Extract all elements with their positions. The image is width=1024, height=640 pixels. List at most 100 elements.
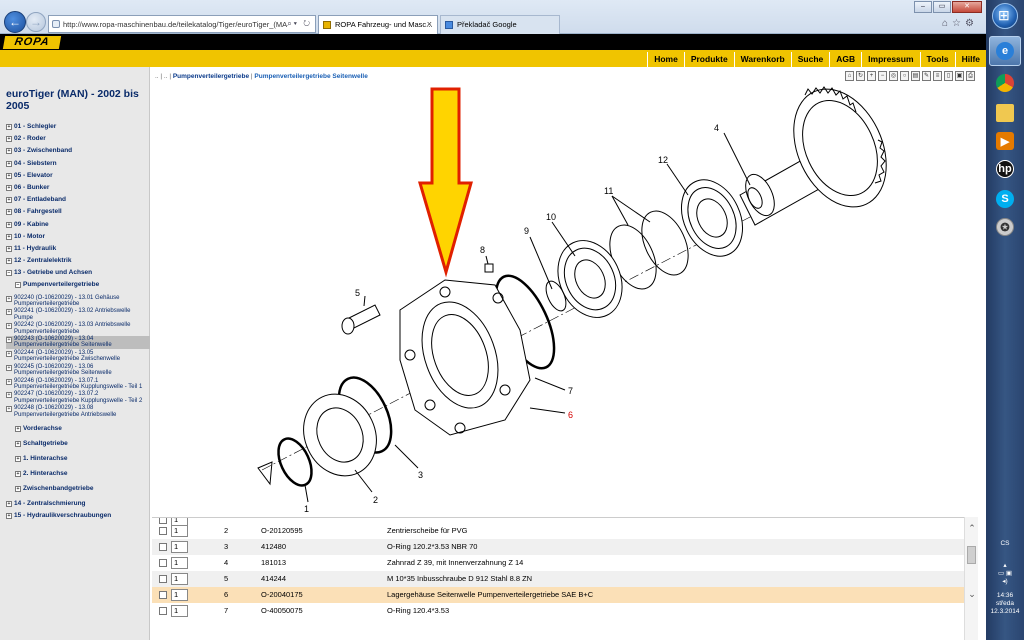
browser-tool-icons[interactable]: ⌂☆⚙ <box>942 18 978 29</box>
expand-icon[interactable]: + <box>6 245 12 252</box>
ie-taskbar-icon[interactable]: e <box>989 36 1021 66</box>
minimize-button[interactable]: – <box>914 1 932 13</box>
expand-icon[interactable]: + <box>6 221 12 228</box>
tab-ropa[interactable]: ROPA Fahrzeug- und Masc... × <box>318 15 438 34</box>
table-scrollbar[interactable]: ⌃ ⌄ <box>964 517 978 640</box>
hp-taskbar-icon[interactable]: hp <box>989 154 1021 184</box>
tree-leaf[interactable]: +902244 (O-10620029) - 13.05 Pumpenverte… <box>6 349 121 363</box>
expand-icon[interactable]: + <box>6 209 12 216</box>
clock-time[interactable]: 14:36 <box>996 592 1014 599</box>
quantity-input[interactable]: 1 <box>171 557 188 569</box>
forward-button[interactable]: → <box>26 12 46 32</box>
plug-8-part[interactable] <box>484 263 494 273</box>
tree-group-open[interactable]: −Pumpenverteilergetriebe <box>15 281 100 289</box>
quantity-input[interactable]: 1 <box>171 589 188 601</box>
row-checkbox[interactable] <box>159 543 167 551</box>
expand-icon[interactable]: + <box>6 258 12 265</box>
expand-icon[interactable]: + <box>6 124 12 130</box>
tree-item[interactable]: +04 - Siebstern <box>6 159 57 167</box>
scroll-down-icon[interactable]: ⌄ <box>968 589 976 599</box>
tree-item[interactable]: +05 - Elevator <box>6 171 53 179</box>
tree-leaf[interactable]: +902247 (O-10620029) - 13.07.2 Pumpenver… <box>6 391 143 404</box>
tree-item[interactable]: +09 - Kabine <box>6 220 49 228</box>
row-checkbox[interactable] <box>159 559 167 567</box>
tree-item[interactable]: +12 - Zentralelektrik <box>6 257 72 265</box>
breadcrumb-prefix[interactable]: .. | .. | <box>155 73 172 80</box>
tree-item[interactable]: +15 - Hydraulikverschraubungen <box>6 511 112 519</box>
expand-icon[interactable]: + <box>15 485 21 492</box>
menu-home[interactable]: Home <box>647 52 684 67</box>
close-window-button[interactable]: ✕ <box>952 1 982 13</box>
zoom-fit-icon[interactable]: ◎ <box>889 71 898 81</box>
expand-icon[interactable]: + <box>15 425 21 432</box>
document-icon[interactable]: ▤ <box>911 71 920 81</box>
row-checkbox[interactable] <box>159 575 167 583</box>
tree-leaf[interactable]: +902241 (O-10620029) - 13.02 Antriebswel… <box>6 308 131 321</box>
folder-taskbar-icon[interactable] <box>989 98 1021 128</box>
tree-item[interactable]: +03 - Zwischenband <box>6 147 73 155</box>
address-bar[interactable]: http://www.ropa-maschinenbau.de/teilekat… <box>48 15 316 33</box>
menu-produkte[interactable]: Produkte <box>683 52 734 67</box>
expand-icon[interactable]: + <box>15 455 21 462</box>
tree-leaf[interactable]: +902246 (O-10620029) - 13.07.1 Pumpenver… <box>6 377 143 390</box>
media-player-taskbar-icon[interactable]: ▶ <box>989 126 1021 156</box>
tree-leaf-selected[interactable]: +902243 (O-10620029) - 13.04 Pumpenverte… <box>6 336 150 349</box>
row-checkbox[interactable] <box>159 518 167 524</box>
maximize-button[interactable]: ▭ <box>933 1 951 13</box>
tree-group[interactable]: +Zwischenbandgetriebe <box>15 484 94 492</box>
print-icon[interactable]: ⎙ <box>966 71 975 81</box>
close-tab-icon[interactable]: × <box>426 19 432 29</box>
tray-icons[interactable]: ▴▭ ▣◂) <box>997 562 1013 585</box>
expand-icon[interactable]: + <box>6 160 12 167</box>
zoom-reset-icon[interactable]: ○ <box>900 71 909 81</box>
chrome-taskbar-icon[interactable] <box>989 68 1021 98</box>
row-checkbox[interactable] <box>159 591 167 599</box>
expand-icon[interactable]: + <box>15 440 21 447</box>
expand-icon[interactable]: + <box>6 512 12 519</box>
ropa-logo[interactable]: ROPA <box>2 36 62 49</box>
tree-item[interactable]: +07 - Entladeband <box>6 196 67 204</box>
expand-icon[interactable]: + <box>6 233 12 240</box>
tree-leaf[interactable]: +902242 (O-10620029) - 13.03 Antriebswel… <box>6 322 131 335</box>
centering-disc-2-part[interactable] <box>291 382 390 488</box>
zoom-out-icon[interactable]: − <box>878 71 887 81</box>
quantity-input[interactable]: 1 <box>171 525 188 537</box>
language-indicator[interactable]: CS <box>1000 540 1010 547</box>
bearing-12-part[interactable] <box>670 170 755 266</box>
list-icon[interactable]: ≡ <box>933 71 942 81</box>
zoom-in-icon[interactable]: + <box>867 71 876 81</box>
expand-icon[interactable]: + <box>6 148 12 155</box>
o-ring-1-part[interactable] <box>272 433 319 490</box>
tree-leaf[interactable]: +902248 (O-10620029) - 13.08 Pumpenverte… <box>6 405 117 418</box>
refresh-icon[interactable]: ↻ <box>856 71 865 81</box>
tree-leaf[interactable]: +902240 (O-10620029) - 13.01 Gehäuse Pum… <box>6 294 120 308</box>
tree-group[interactable]: +Vorderachse <box>15 424 62 432</box>
home-icon[interactable]: ⌂ <box>845 71 854 81</box>
tree-group[interactable]: +Schaltgetriebe <box>15 439 68 447</box>
breadcrumb-parent[interactable]: Pumpenverteilergetriebe <box>172 73 250 80</box>
tree-item[interactable]: +11 - Hydraulik <box>6 244 57 252</box>
tree-item[interactable]: +08 - Fahrgestell <box>6 208 62 216</box>
tree-group[interactable]: +2. Hinterachse <box>15 469 68 477</box>
skype-taskbar-icon[interactable]: S <box>989 184 1021 214</box>
scroll-thumb[interactable] <box>967 546 976 564</box>
expand-icon[interactable]: + <box>6 172 12 179</box>
expand-icon[interactable]: + <box>6 197 12 204</box>
menu-tools[interactable]: Tools <box>919 52 955 67</box>
scroll-up-icon[interactable]: ⌃ <box>968 523 976 533</box>
row-checkbox[interactable] <box>159 527 167 535</box>
expand-icon[interactable]: + <box>6 500 12 507</box>
expand-icon[interactable]: + <box>6 184 12 191</box>
start-button[interactable] <box>992 3 1018 29</box>
save-icon[interactable]: ▣ <box>955 71 964 81</box>
row-checkbox[interactable] <box>159 607 167 615</box>
quantity-input[interactable]: 1 <box>171 605 188 617</box>
bearing-housing-6-part[interactable] <box>399 279 531 436</box>
tab-translate[interactable]: Překladač Google <box>440 15 560 34</box>
back-button[interactable]: ← <box>4 11 26 33</box>
gear-shaft-part[interactable] <box>739 85 904 226</box>
tree-group[interactable]: +1. Hinterachse <box>15 454 68 462</box>
menu-suche[interactable]: Suche <box>790 52 830 67</box>
bolt-5-part[interactable] <box>341 304 381 335</box>
tree-item[interactable]: +10 - Motor <box>6 232 46 240</box>
